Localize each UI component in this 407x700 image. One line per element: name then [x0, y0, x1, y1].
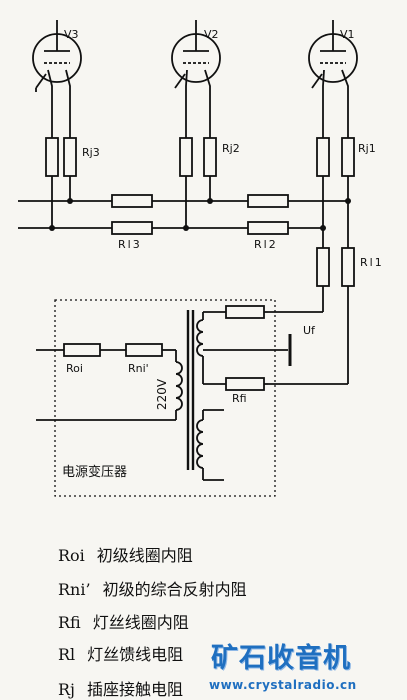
- filament-winding: [196, 305, 292, 391]
- rj2-leads: [179, 92, 217, 228]
- tube-v1: [308, 20, 358, 92]
- legend-row-rl: Rl 灯丝馈线电阻: [58, 641, 183, 665]
- junction-dots: [49, 198, 351, 231]
- rl1-feeds: [268, 201, 355, 385]
- rj1-leads: [316, 92, 355, 228]
- legend-symbol: Rj: [58, 680, 76, 699]
- label-v2: V2: [204, 28, 219, 41]
- label-rj3: Rj3: [82, 146, 100, 159]
- label-v3: V3: [64, 28, 79, 41]
- legend-desc: 灯丝馈线电阻: [87, 645, 184, 664]
- label-uf: Uf: [303, 324, 316, 337]
- circuit-diagram: V3 V2 V1 Rj3 Rj2 Rj1 Rl3 Rl2 Rl1 Roi Rni…: [18, 20, 384, 497]
- label-220v: 220V: [155, 378, 169, 410]
- watermark-title: 矿石收音机: [211, 643, 351, 674]
- label-rni: Rni': [128, 362, 149, 375]
- lower-bus: [18, 221, 323, 235]
- label-v1: V1: [340, 28, 355, 41]
- legend-desc: 灯丝线圈内阻: [92, 613, 189, 632]
- label-rl3: Rl3: [118, 238, 142, 251]
- primary-circuit: [36, 343, 183, 421]
- legend-symbol: Roi: [58, 546, 85, 565]
- watermark-url: www.crystalradio.cn: [209, 678, 357, 692]
- label-rl1: Rl1: [360, 256, 384, 269]
- legend-row-rfi: Rfi 灯丝线圈内阻: [58, 609, 189, 633]
- rj3-leads: [45, 92, 77, 228]
- label-rfi: Rfi: [232, 392, 247, 405]
- legend-symbol: Rl: [58, 645, 76, 664]
- label-rj2: Rj2: [222, 142, 240, 155]
- secondary-winding: [196, 409, 224, 481]
- legend-row-roi: Roi 初级线圈内阻: [58, 542, 193, 566]
- upper-bus: [18, 194, 348, 208]
- label-rl2: Rl2: [254, 238, 278, 251]
- legend-desc: 初级线圈内阻: [96, 546, 193, 565]
- tube-v3: [32, 20, 82, 92]
- transformer-box: [54, 299, 276, 497]
- transformer-core: [186, 310, 195, 470]
- watermark-logo: 矿石收音机 www.crystalradio.cn: [201, 634, 401, 698]
- label-transformer: 电源变压器: [62, 464, 127, 480]
- legend-symbol: Rfi: [58, 613, 81, 632]
- legend-desc: 插座接触电阻: [87, 680, 184, 699]
- legend-desc: 初级的综合反射内阻: [102, 580, 247, 599]
- legend-row-rni: Rni’ 初级的综合反射内阻: [58, 576, 247, 600]
- legend-symbol: Rni’: [58, 580, 91, 599]
- label-roi: Roi: [66, 362, 83, 375]
- tube-v2: [171, 20, 221, 92]
- label-rj1: Rj1: [358, 142, 376, 155]
- legend-row-rj: Rj 插座接触电阻: [58, 676, 183, 700]
